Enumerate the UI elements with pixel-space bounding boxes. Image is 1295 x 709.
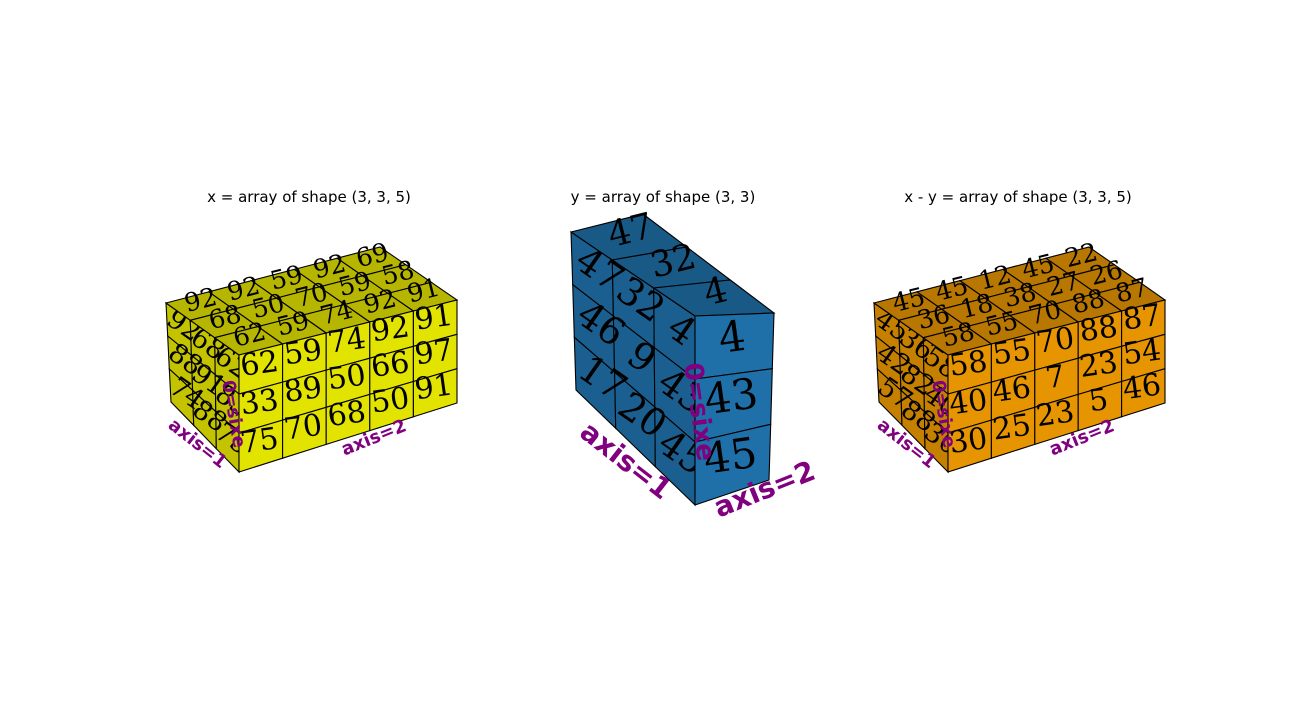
front-face-cell <box>694 423 772 506</box>
panel-y: y = array of shape (3, 3) 47324469431720… <box>568 188 820 524</box>
front-face-number: 50 <box>369 381 412 421</box>
front-face-number: 54 <box>1121 333 1164 373</box>
front-face-number: 45 <box>700 428 760 484</box>
panel-title-x: x = array of shape (3, 3, 5) <box>207 188 411 206</box>
front-face-number: 74 <box>325 321 368 361</box>
front-face-number: 70 <box>1034 321 1077 361</box>
front-face-number: 55 <box>990 332 1033 372</box>
front-face-number: 68 <box>325 394 368 434</box>
front-face-number: 70 <box>282 408 325 448</box>
front-face-number: 97 <box>413 333 456 373</box>
front-face-number: 66 <box>369 345 412 385</box>
front-face-number: 92 <box>369 309 412 349</box>
front-face-number: 25 <box>990 408 1033 448</box>
front-face-number: 87 <box>1121 298 1164 338</box>
front-face-number: 59 <box>282 332 325 372</box>
front-face-number: 40 <box>947 383 990 423</box>
front-face-number: 62 <box>238 344 281 384</box>
front-face-number: 23 <box>1034 394 1077 434</box>
front-face-number: 91 <box>413 367 456 407</box>
front-face-number: 91 <box>413 298 456 338</box>
panel-title-y: y = array of shape (3, 3) <box>571 188 756 206</box>
front-face-number: 5 <box>1087 382 1111 419</box>
front-face-number: 30 <box>947 421 990 461</box>
front-face-number: 75 <box>238 421 281 461</box>
front-face-number: 46 <box>990 370 1033 410</box>
front-face-number: 46 <box>1121 367 1164 407</box>
front-face-number: 58 <box>947 344 990 384</box>
panel-x-minus-y: x - y = array of shape (3, 3, 5) 4536584… <box>869 188 1167 474</box>
front-face-cell <box>1121 367 1166 418</box>
front-face-number: 88 <box>1077 309 1120 349</box>
front-face-number: 89 <box>282 370 325 410</box>
front-face-number: 7 <box>1043 359 1067 396</box>
front-face-number: 43 <box>701 368 761 424</box>
front-face-number: 33 <box>238 383 281 423</box>
panel-title-x-minus-y: x - y = array of shape (3, 3, 5) <box>904 188 1132 206</box>
front-face-number: 50 <box>325 358 368 398</box>
front-face-number: 23 <box>1077 345 1120 385</box>
front-face-cell <box>412 367 458 418</box>
panel-x: x = array of shape (3, 3, 5) 92686288918… <box>161 188 459 474</box>
